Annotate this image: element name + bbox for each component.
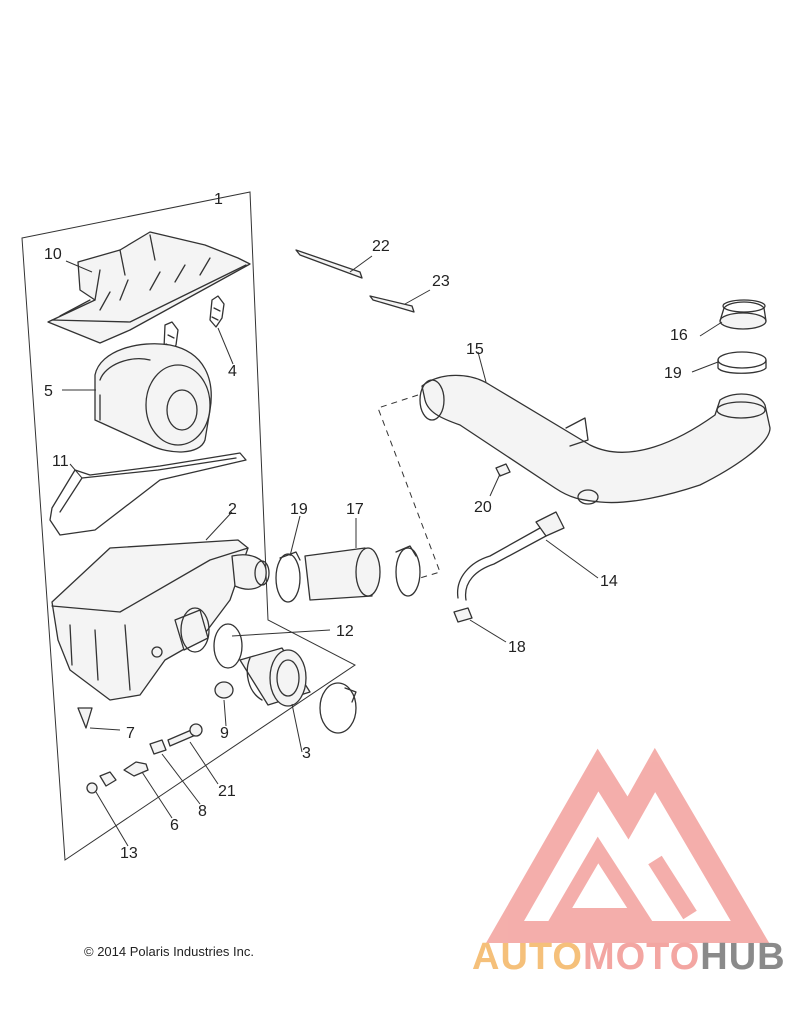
- drain-plug: [214, 681, 234, 699]
- intake-duct: [419, 374, 771, 505]
- intake-boot: [239, 647, 357, 734]
- airbox-seal: [49, 452, 247, 536]
- callout-11: 11: [52, 453, 69, 470]
- callout-12: 12: [336, 623, 354, 640]
- inlet-cap: [717, 299, 767, 374]
- callout-8: 8: [198, 803, 207, 820]
- callout-4: 4: [228, 363, 237, 380]
- callout-19-left: 19: [290, 501, 308, 518]
- callout-20: 20: [474, 499, 492, 516]
- assembly-path: [377, 394, 441, 579]
- callout-21: 21: [218, 783, 236, 800]
- airbox-cover: [47, 231, 251, 344]
- callouts: 1 10 4 5 11 2 12 3 9 7 21 8 6 13 19 17 2…: [44, 191, 688, 862]
- breather-hose: [453, 511, 565, 623]
- callout-6: 6: [170, 817, 179, 834]
- callout-17: 17: [346, 501, 364, 518]
- air-filter: [94, 343, 212, 453]
- callout-15: 15: [466, 341, 484, 358]
- callout-18: 18: [508, 639, 526, 656]
- brand-moto: MOTO: [582, 936, 701, 978]
- leader-lines: [62, 255, 723, 847]
- callout-7: 7: [126, 725, 135, 742]
- callout-14: 14: [600, 573, 618, 590]
- callout-22: 22: [372, 238, 390, 255]
- callout-2: 2: [228, 501, 237, 518]
- callout-10: 10: [44, 246, 62, 263]
- callout-19-right: 19: [664, 365, 682, 382]
- decal-23: [369, 295, 415, 313]
- callout-9: 9: [220, 725, 229, 742]
- callout-16: 16: [670, 327, 688, 344]
- copyright-text: © 2014 Polaris Industries Inc.: [84, 944, 254, 959]
- inner-duct: [174, 607, 243, 669]
- callout-1: 1: [214, 191, 223, 208]
- callout-5: 5: [44, 383, 53, 400]
- small-hardware: [77, 707, 203, 794]
- airbox-body: [51, 539, 270, 701]
- brand-hub: HUB: [700, 936, 786, 978]
- callout-13: 13: [120, 845, 138, 862]
- watermark-brand: AUTOMOTOHUB: [472, 936, 786, 979]
- callout-3: 3: [302, 745, 311, 762]
- brand-auto: AUTO: [472, 936, 583, 978]
- kit-boundary: [21, 191, 356, 861]
- watermark-logo: [486, 747, 770, 943]
- callout-23: 23: [432, 273, 450, 290]
- mounting-screw: [495, 463, 511, 477]
- decal-22: [295, 249, 363, 279]
- intake-hose: [275, 545, 421, 603]
